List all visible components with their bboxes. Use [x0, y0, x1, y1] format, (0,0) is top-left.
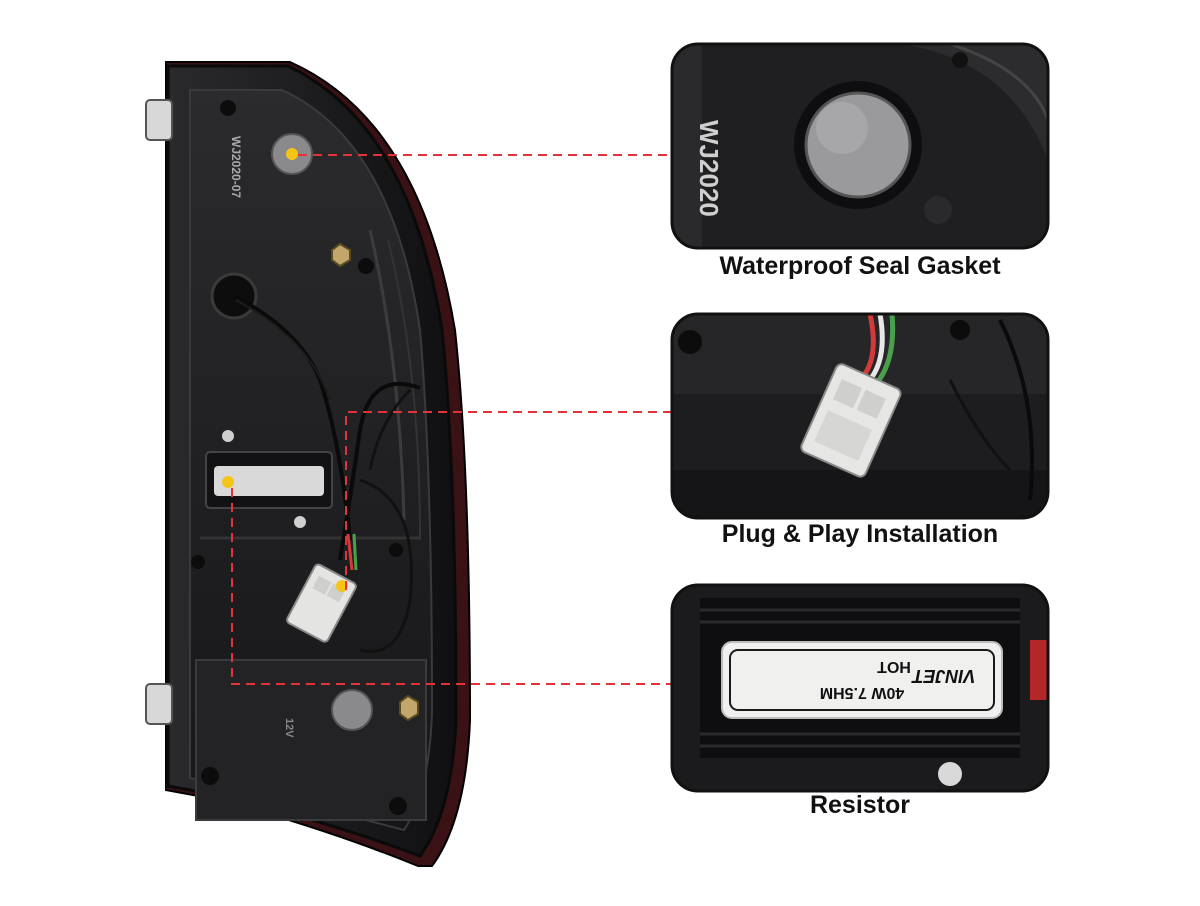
leader-lines: [231, 154, 672, 685]
caption-seal-gasket: Waterproof Seal Gasket: [719, 252, 1001, 280]
resistor-rating: 40W 7.5HM: [820, 684, 904, 701]
caption-plug-and-play: Plug & Play Installation: [721, 520, 999, 548]
tail-light-housing: WJ2020-07 12V: [145, 61, 472, 867]
detail-plug-and-play: [670, 312, 1050, 520]
leader-line: [345, 411, 672, 590]
detail-seal-gasket: WJ2020: [670, 42, 1050, 250]
marker-dot: [286, 148, 298, 160]
housing-voltage-mark: 12V: [283, 718, 295, 738]
resistor-warning: HOT: [877, 658, 911, 675]
caption-resistor: Resistor: [809, 791, 911, 819]
resistor-brand: VINJET: [910, 666, 975, 686]
gasket-part-number: WJ2020: [694, 120, 724, 217]
detail-resistor: 40W 7.5HM HOT VINJET: [670, 583, 1050, 793]
housing-part-number: WJ2020-07: [229, 136, 243, 198]
leader-line: [231, 488, 672, 685]
marker-dot: [222, 476, 234, 488]
